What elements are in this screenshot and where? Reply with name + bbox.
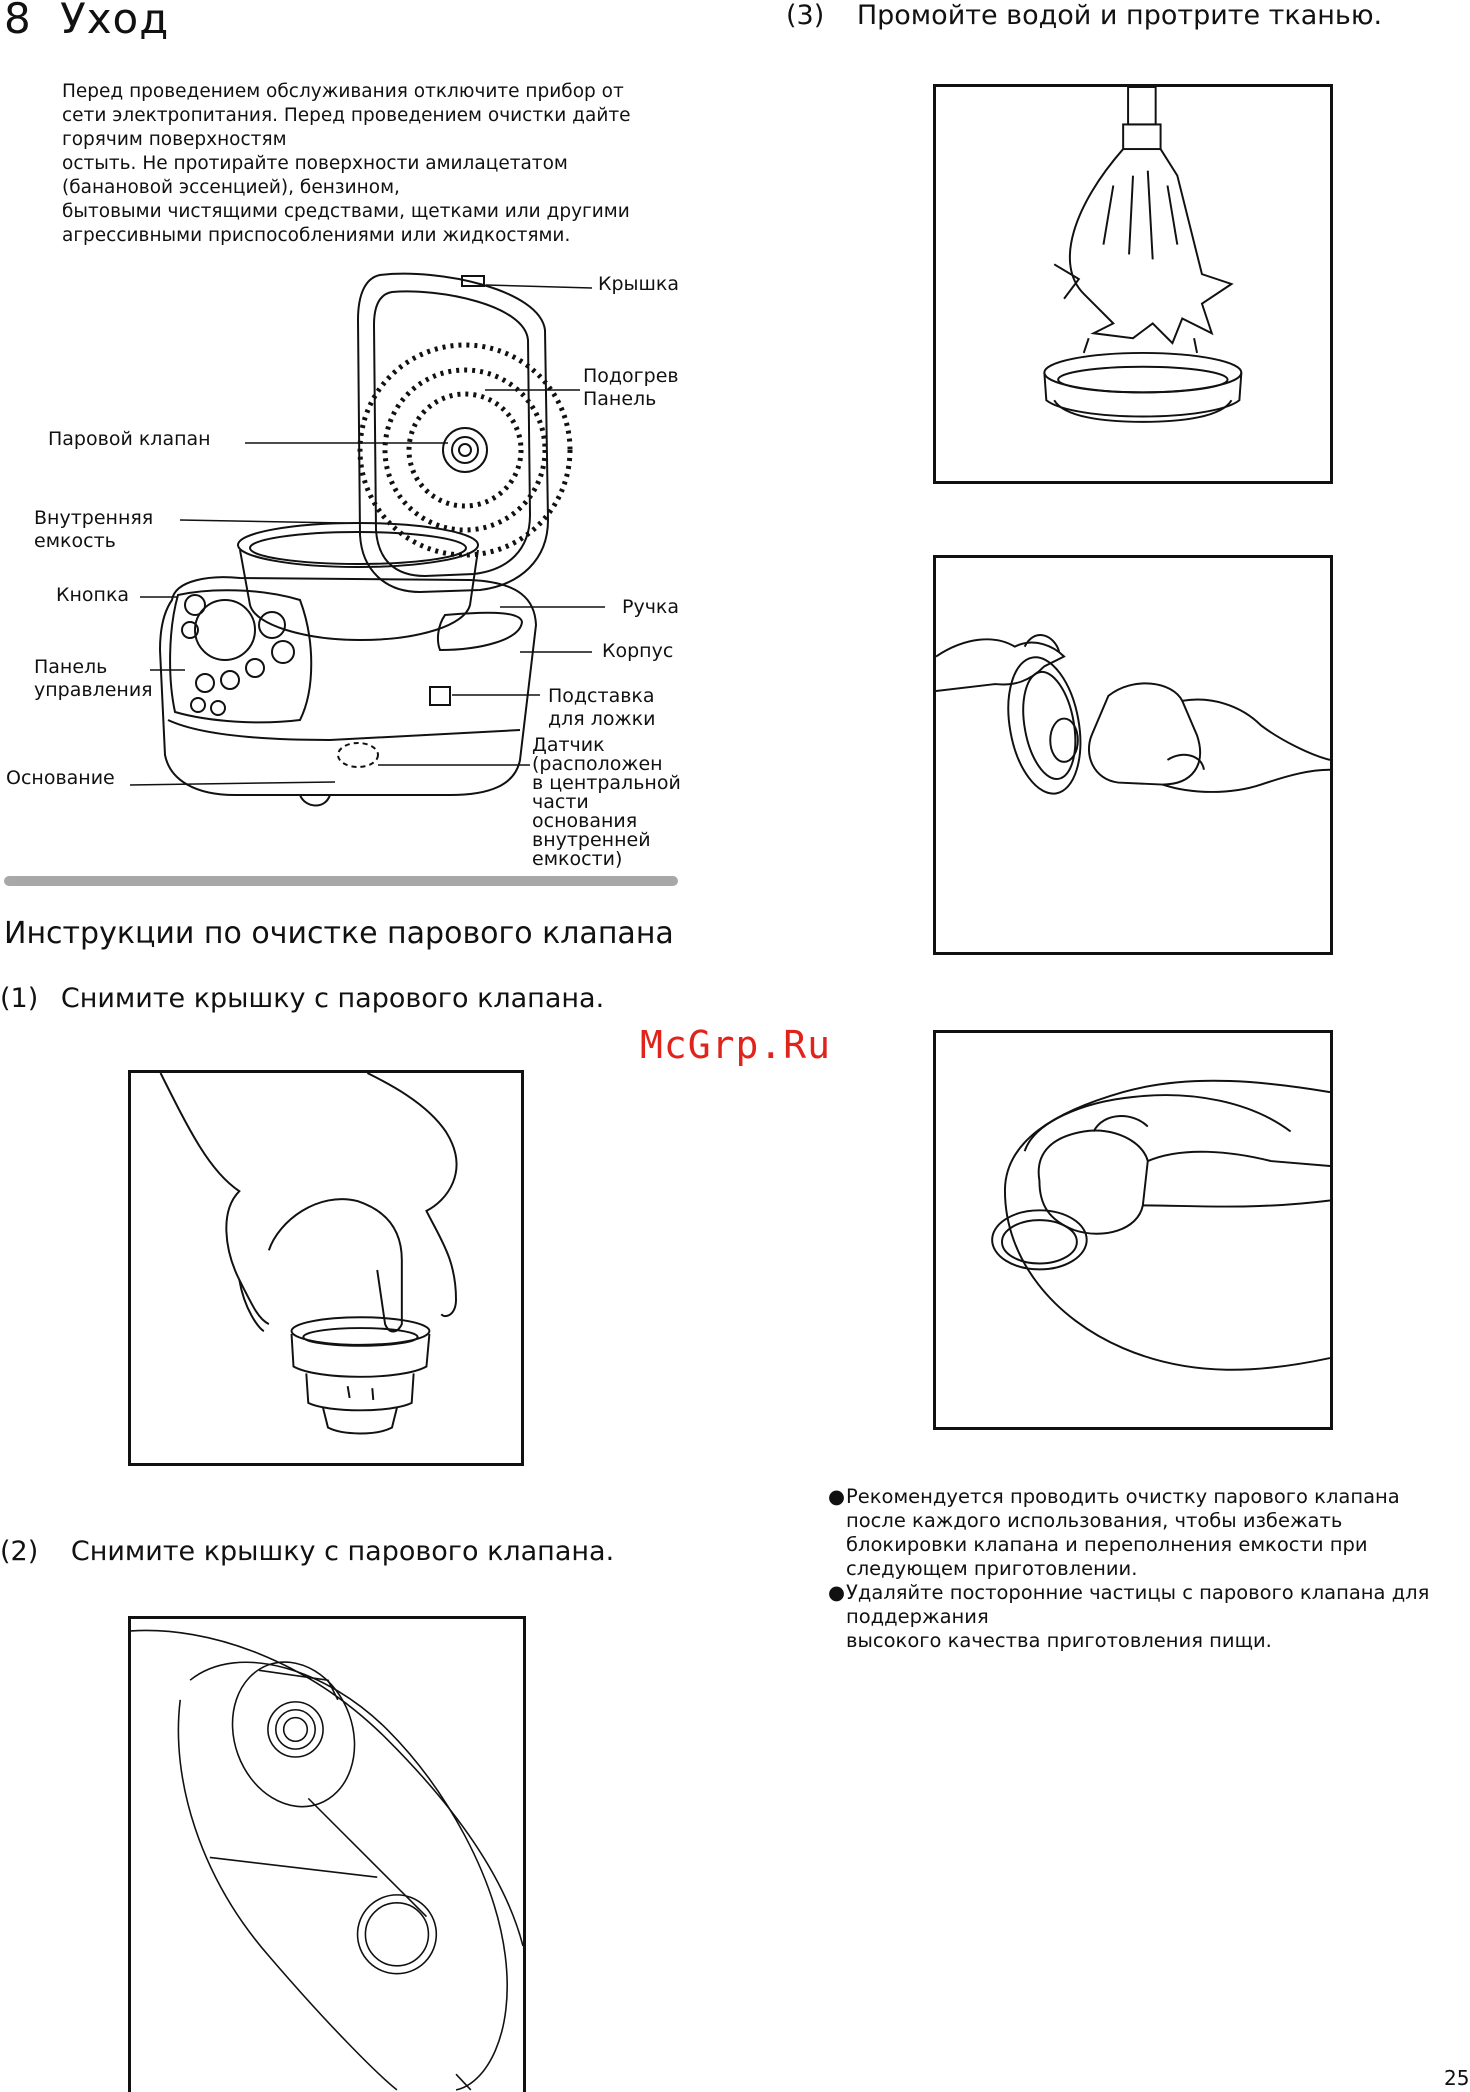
intro-line: сети электропитания. Перед проведением о… — [62, 105, 631, 126]
label-steam-valve: Паровой клапан — [48, 428, 211, 450]
label-lid: Крышка — [598, 273, 680, 295]
label-line: (расположен — [532, 753, 663, 775]
label-line: Подогрев — [583, 365, 679, 387]
figure-step-3-wipe-seat — [933, 1030, 1333, 1430]
label-line: внутренней — [532, 829, 651, 851]
page-number: 25 — [1444, 2066, 1470, 2090]
intro-line: бытовыми чистящими средствами, щетками и… — [62, 201, 630, 222]
step-number: (2) — [0, 1536, 39, 1567]
note-item: ● Рекомендуется проводить очистку парово… — [828, 1485, 1448, 1581]
label-line: Подставка — [548, 685, 655, 707]
label-line: Датчик — [532, 734, 605, 756]
step-1: (1) Снимите крышку с парового клапана. — [0, 983, 604, 1014]
intro-line: остыть. Не протирайте поверхности амилац… — [62, 153, 568, 174]
label-line: Панель — [34, 656, 108, 678]
note-line: блокировки клапана и переполнения емкост… — [846, 1533, 1368, 1556]
bullet-icon: ● — [828, 1581, 846, 1604]
label-line: части — [532, 791, 589, 813]
label-line: емкости) — [532, 848, 623, 870]
label-control-panel: Панель управления — [34, 656, 153, 702]
label-button: Кнопка — [56, 584, 130, 606]
label-line: в центральной — [532, 772, 681, 794]
section-number: 8 — [4, 0, 32, 43]
note-line: Рекомендуется проводить очистку парового… — [846, 1485, 1400, 1508]
rice-cooker-diagram — [129, 272, 605, 807]
valve-on-lid-illustration — [131, 1629, 523, 2091]
section-divider — [4, 876, 678, 886]
note-item: ● Удаляйте посторонние частицы с паровог… — [828, 1581, 1448, 1653]
note-line: после каждого использования, чтобы избеж… — [846, 1509, 1343, 1532]
note-line: Удаляйте посторонние частицы с парового … — [846, 1581, 1430, 1604]
step-text: Промойте водой и протрите тканью. — [856, 0, 1383, 31]
step-text: Снимите крышку с парового клапана. — [70, 1536, 615, 1567]
hand-wiping-valve-seat-illustration — [991, 1079, 1330, 1371]
label-inner-pot: Внутренняя емкость — [34, 507, 153, 553]
section-heading: 8 Уход — [4, 0, 169, 43]
hands-wiping-valve-illustration — [936, 634, 1330, 795]
hand-removing-valve-cap-illustration — [159, 1073, 458, 1435]
label-base: Основание — [6, 767, 115, 789]
notes-list: ● Рекомендуется проводить очистку парово… — [828, 1485, 1448, 1653]
note-line: высокого качества приготовления пищи. — [846, 1629, 1272, 1652]
step-3: (3) Промойте водой и протрите тканью. — [786, 0, 1382, 31]
label-line: емкость — [34, 530, 116, 552]
intro-line: Перед проведением обслуживания отключите… — [62, 81, 624, 102]
label-body: Корпус — [602, 640, 674, 662]
figure-step-3-rinse — [933, 84, 1333, 484]
label-line: Внутренняя — [34, 507, 154, 529]
intro-line: горячим поверхностям — [62, 129, 287, 150]
figure-step-1 — [128, 1070, 524, 1466]
step-text: Снимите крышку с парового клапана. — [60, 983, 605, 1014]
note-line: поддержания — [846, 1605, 989, 1628]
intro-line: (банановой эссенцией), бензином, — [62, 177, 400, 198]
watermark: McGrp.Ru — [640, 1023, 832, 1067]
figure-step-2 — [128, 1616, 526, 2092]
step-number: (1) — [0, 983, 39, 1014]
label-line: основания — [532, 810, 638, 832]
section-title: Уход — [60, 0, 170, 43]
note-line: следующем приготовлении. — [846, 1557, 1138, 1580]
valve-under-water-illustration — [1043, 87, 1243, 423]
subheading: Инструкции по очистке парового клапана — [4, 916, 674, 951]
intro-paragraph: Перед проведением обслуживания отключите… — [62, 80, 682, 248]
label-line: для ложки — [548, 708, 656, 730]
figure-step-3-wipe — [933, 555, 1333, 955]
intro-line: агрессивными приспособлениями или жидкос… — [62, 225, 571, 246]
step-number: (3) — [786, 0, 825, 31]
label-spoon-holder: Подставка для ложки — [548, 685, 655, 731]
label-heating-panel: Подогрев Панель — [583, 365, 679, 411]
label-handle: Ручка — [622, 596, 680, 618]
step-2: (2) Снимите крышку с парового клапана. — [0, 1536, 614, 1567]
label-sensor: Датчик (расположен в центральной части о… — [532, 736, 681, 869]
label-line: управления — [34, 679, 153, 701]
label-line: Панель — [583, 388, 657, 410]
bullet-icon: ● — [828, 1485, 846, 1508]
